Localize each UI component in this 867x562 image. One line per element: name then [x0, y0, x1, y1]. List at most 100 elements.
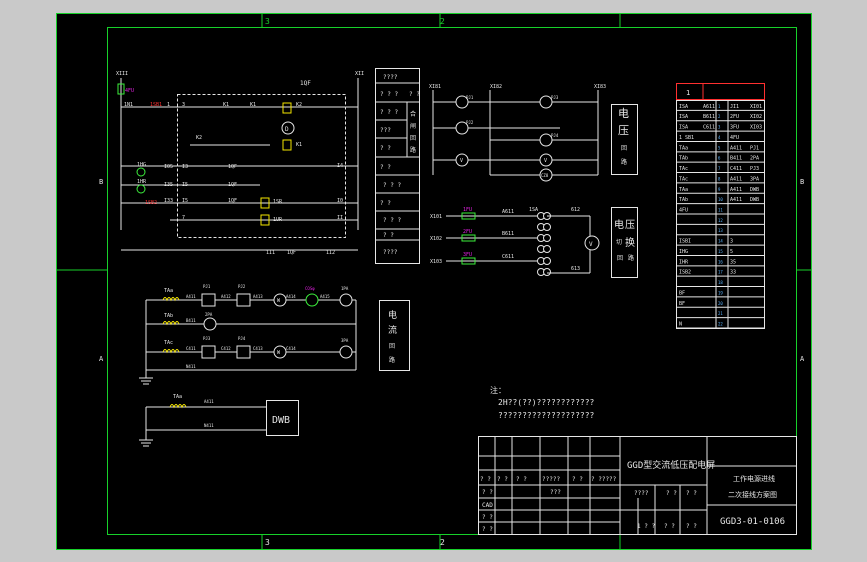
sw-out-2: 613: [571, 266, 580, 272]
legend-cell-9: ? ?: [383, 232, 394, 239]
terminal-cell-c: A411: [730, 197, 742, 203]
tb-left-4: ? ?: [572, 476, 583, 483]
sw-label-4: 回: [617, 255, 623, 262]
switch-contact-8: [543, 245, 551, 253]
fuse-4fu-label: 4FU: [125, 88, 134, 94]
cur-ct-1: TAa: [164, 288, 173, 294]
v-bus-2: XI82: [490, 84, 502, 90]
title-line-2: 二次接线方案图: [728, 490, 777, 499]
notes: 注： 2H??(??)???????????? ????????????????…: [490, 385, 595, 420]
v-label-0: 电: [618, 107, 629, 120]
zone-top-1: 3: [265, 17, 270, 26]
lamp-hr-icon: [136, 184, 146, 194]
zone-right-a: A: [800, 355, 805, 363]
voltage-circuit: XI81 XI82 XI83 PJ1 PJ2 V PJ3 PJ4 V CZ8 电…: [429, 84, 638, 182]
note-line-1: 2H??(??)????????????: [498, 398, 595, 407]
terminal-index: 21: [718, 311, 723, 316]
motor-icon: [281, 121, 295, 135]
terminal-cell-a: N: [679, 322, 682, 328]
dwb-box: [266, 400, 299, 436]
bus-xiii-label: XIII: [116, 71, 128, 77]
tb-left-2: ? ?: [516, 476, 527, 483]
v-bus-1: XI81: [429, 84, 441, 90]
terminal-index: 13: [718, 228, 723, 233]
switch-contact-12: [543, 268, 551, 276]
v-meter-cos: CZ8: [541, 173, 549, 178]
legend-cell-0: ????: [383, 74, 398, 81]
v-meter-pj3: PJ3: [551, 95, 559, 100]
pj2-box-icon: [236, 293, 251, 307]
cur-ct-3: TAc: [164, 340, 173, 346]
cos-meter-icon-2: [305, 293, 319, 307]
tb-midbot-0: 1 ? ?: [637, 523, 655, 530]
terminal-cell-c: 2FU: [730, 114, 739, 120]
zone-left-b: B: [99, 178, 103, 186]
legend-cell-7: ? ?: [380, 200, 391, 207]
ctrl-right-2: I0: [337, 198, 343, 204]
breaker-1qf-title: 1QF: [300, 80, 311, 87]
switch-voltmeter-icon: [584, 235, 600, 251]
v-meter-v: V: [460, 158, 463, 164]
note-line-2: ????????????????????: [498, 411, 595, 420]
ct-a-icon: [162, 297, 180, 302]
terminal-cell-a: BF: [679, 301, 685, 307]
terminal-cell-c: A411: [730, 187, 742, 193]
terminal-index: 17: [718, 270, 723, 275]
fuse-2fu-icon: [461, 234, 476, 242]
terminal-index: 4: [718, 135, 721, 140]
terminal-cell-d: DWB: [750, 197, 759, 203]
cur-label-1: 流: [388, 324, 397, 336]
pj1-meter-icon: [455, 95, 469, 109]
v-label-2: 回: [621, 145, 627, 152]
cur-wire-a415: A415: [320, 294, 330, 299]
terminal-cell-a: ISBI: [679, 239, 691, 245]
title-block: GGD型交流低压配电屏 工作电源进线 二次接线方案图 GGD3-01-0106 …: [478, 436, 797, 535]
v2-meter-icon: [539, 153, 553, 167]
terminal-index: 14: [718, 239, 723, 244]
switch-contact-6: [543, 234, 551, 242]
terminal-cell-a: ISB2: [679, 270, 691, 276]
terminal-cell-d: XI02: [750, 114, 762, 120]
pj4-box-icon: [236, 345, 251, 359]
terminal-cell-a: IHG: [679, 249, 688, 255]
legend-table: ???? ? ? ? ? ? ? ??? ? ? ? ? ? ? ? ? ? ?…: [375, 68, 420, 264]
cur-wire-c413: C413: [253, 346, 263, 351]
terminal-header-box: [676, 83, 765, 100]
terminal-index: 22: [718, 322, 723, 327]
coil-ur-icon: [260, 214, 270, 226]
ctrl-breaker-bottom: 1QF: [287, 250, 296, 256]
terminal-cell-a: ISA: [679, 114, 688, 120]
tb-midbot-1: ? ?: [664, 523, 675, 530]
lamp-hg-icon: [136, 167, 146, 177]
ctrl-row3-left: 1HG: [137, 162, 146, 168]
ctrl-row3-n2: I3: [182, 164, 188, 170]
legend-col2-4: 路: [410, 146, 416, 154]
tb-row3-1: ? ?: [482, 514, 493, 521]
terminal-index: 10: [718, 197, 723, 202]
terminal-cell-a: IHR: [679, 259, 689, 265]
terminal-index: 18: [718, 280, 723, 285]
terminal-cell-d: PJ3: [750, 166, 759, 172]
ctrl-coil-k1: K1: [296, 142, 302, 148]
terminal-index: 9: [718, 187, 721, 192]
cur-cos: COSφ: [305, 286, 315, 291]
terminal-cell-c: 3: [730, 239, 733, 245]
terminal-cell-a: TAc: [679, 176, 688, 182]
v-meter-icon: [455, 153, 469, 167]
terminal-cell-a: ISA: [679, 104, 688, 110]
terminal-index: 16: [718, 259, 723, 264]
terminal-cell-a: TAb: [679, 197, 688, 203]
fuse-3fu-icon: [461, 257, 476, 265]
sw-switch: 1SA: [529, 207, 538, 213]
dwb-wire-1: A411: [204, 399, 214, 404]
ctrl-right-3: II: [337, 215, 343, 221]
cur-watt-2: W: [277, 350, 281, 356]
legend-col2-0: ? ?: [409, 91, 420, 98]
terminal-cell-a: ISA: [679, 125, 688, 131]
control-circuit: XIII XII 4FU 1QF 1N1 1SB1 1 3 K1 K1 K2 D…: [116, 71, 364, 256]
sw-label-3: 换: [625, 236, 635, 249]
ctrl-row3-n1: I05: [164, 164, 173, 170]
terminal-index: 6: [718, 156, 721, 161]
